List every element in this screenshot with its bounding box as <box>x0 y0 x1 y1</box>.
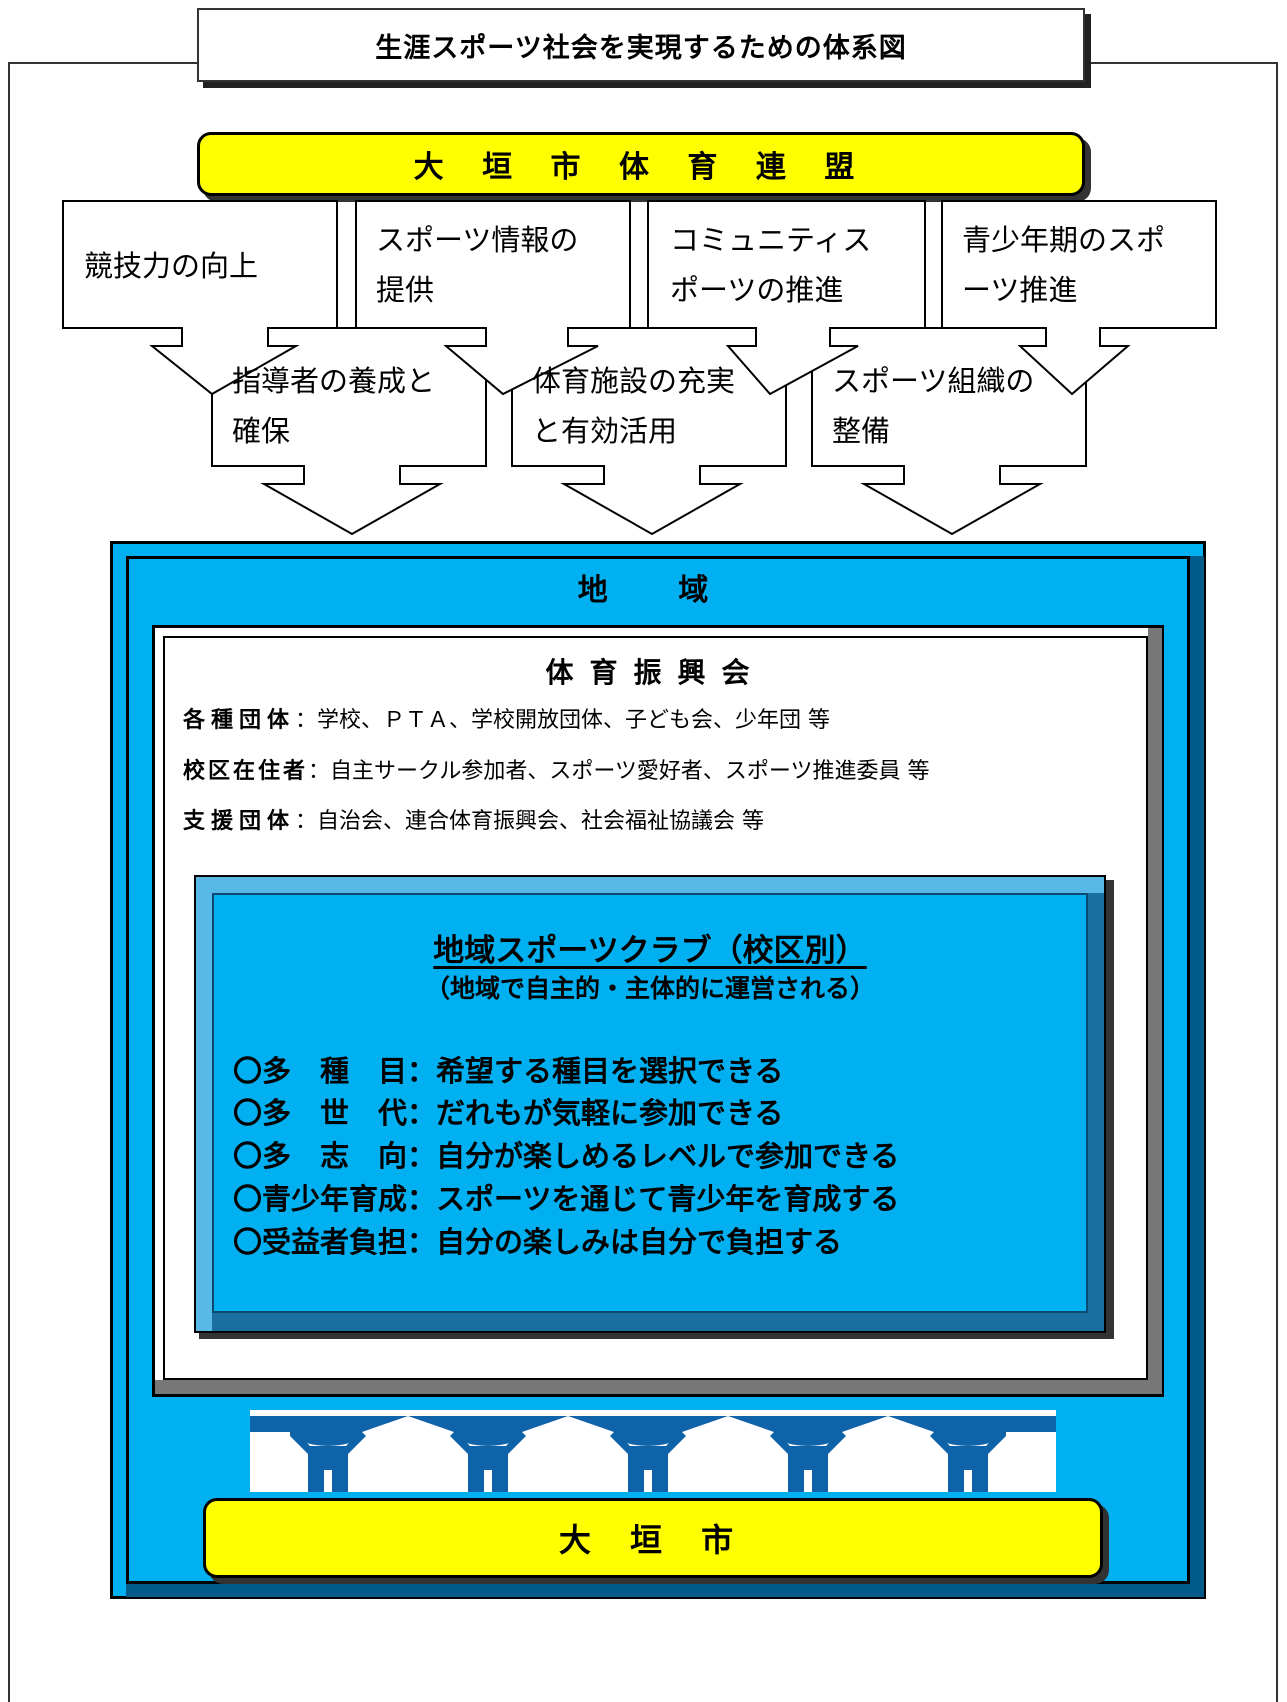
callout-top-3-line2: ポーツの推進 <box>670 273 844 307</box>
callout-top-1-line1: 競技力の向上 <box>84 249 259 283</box>
club-feature: 〇多 種 目：希望する種目を選択できる <box>233 1054 784 1088</box>
callout-top-3: コミュニティス ポーツの推進 <box>670 215 871 315</box>
club-bevel <box>196 877 212 1331</box>
club-feature: 〇多 志 向：自分が楽しめるレベルで参加できる <box>233 1139 900 1173</box>
callout-top-4-line2: ーツ推進 <box>962 273 1078 307</box>
club-feature: 〇青少年育成：スポーツを通じて青少年を育成する <box>233 1182 900 1216</box>
callout-mid-1-line2: 確保 <box>232 414 291 448</box>
member-row: 各種団体：学校、ＰＴＡ、学校開放団体、子ども会、少年団 等 <box>183 702 830 734</box>
callout-top-3-line1: コミュニティス <box>670 223 872 257</box>
region-label: 地 域 <box>577 573 739 608</box>
callout-mid-3-line1: スポーツ組織の <box>832 364 1035 398</box>
callout-shapes <box>62 200 1217 536</box>
callout-mid-2-line1: 体育施設の充実 <box>532 364 736 398</box>
callout-mid-2: 体育施設の充実 と有効活用 <box>532 356 735 456</box>
region-inner-border <box>126 556 1190 1584</box>
callout-shape-mid-2 <box>511 327 787 536</box>
callout-shape-mid-1 <box>211 327 487 536</box>
club-title: 地域スポーツクラブ（校区別） <box>433 933 867 969</box>
callout-mid-3-line2: 整備 <box>832 414 891 448</box>
callout-mid-1: 指導者の養成と 確保 <box>232 356 435 456</box>
callout-shape-top-3 <box>647 200 926 396</box>
callout-top-4-line1: 青少年期のスポ <box>962 223 1166 257</box>
member-row: 校区在住者：自主サークル参加者、スポーツ愛好者、スポーツ推進委員 等 <box>183 753 929 785</box>
callout-shape-top-2 <box>355 200 631 396</box>
member-row-label: 支援団体 <box>183 809 296 834</box>
member-row-label: 校区在住者 <box>183 759 309 784</box>
club-face <box>212 893 1088 1313</box>
region-bevel <box>1190 556 1204 1584</box>
callout-mid-1-line1: 指導者の養成と <box>232 364 436 398</box>
callout-shape-top-1 <box>62 200 338 396</box>
club-subtitle: （地域で自主的・主体的に運営される） <box>424 974 875 1003</box>
callout-top-4: 青少年期のスポ ーツ推進 <box>962 215 1165 315</box>
page-title: 生涯スポーツ社会を実現するための体系図 <box>197 8 1085 82</box>
panel-title: 体育振興会 <box>545 656 766 689</box>
panel-bevel <box>155 1380 1162 1394</box>
callout-top-2: スポーツ情報の 提供 <box>376 215 578 315</box>
callout-shape-mid-3 <box>811 327 1087 536</box>
callout-top-1: 競技力の向上 <box>84 241 258 291</box>
club-bevel <box>196 877 1104 893</box>
member-row: 支援団体：自治会、連合体育振興会、社会福祉協議会 等 <box>183 803 764 835</box>
club-feature: 〇多 世 代：だれもが気軽に参加できる <box>233 1096 784 1130</box>
member-row-value: ：自主サークル参加者、スポーツ愛好者、スポーツ推進委員 等 <box>308 759 930 784</box>
panel-bevel <box>1148 628 1162 1394</box>
federation-banner: 大 垣 市 体 育 連 盟 <box>197 132 1085 196</box>
member-row-value: ：自治会、連合体育振興会、社会福祉協議会 等 <box>295 809 765 834</box>
callout-mid-2-line2: と有効活用 <box>532 414 678 448</box>
callout-top-2-line2: 提供 <box>376 273 435 307</box>
club-feature: 〇受益者負担：自分の楽しみは自分で負担する <box>233 1225 843 1259</box>
club-shadow <box>1106 880 1114 1338</box>
club-shadow <box>199 1333 1114 1339</box>
callout-shape-top-4 <box>941 200 1217 396</box>
people-chain-icon <box>250 1410 1056 1492</box>
member-row-label: 各種団体 <box>183 708 296 733</box>
callout-mid-3: スポーツ組織の 整備 <box>832 356 1034 456</box>
callout-top-2-line1: スポーツ情報の <box>376 223 579 257</box>
member-row-value: ：学校、ＰＴＡ、学校開放団体、子ども会、少年団 等 <box>295 708 831 733</box>
city-banner: 大 垣 市 <box>203 1498 1103 1578</box>
region-bevel <box>126 1584 1204 1597</box>
